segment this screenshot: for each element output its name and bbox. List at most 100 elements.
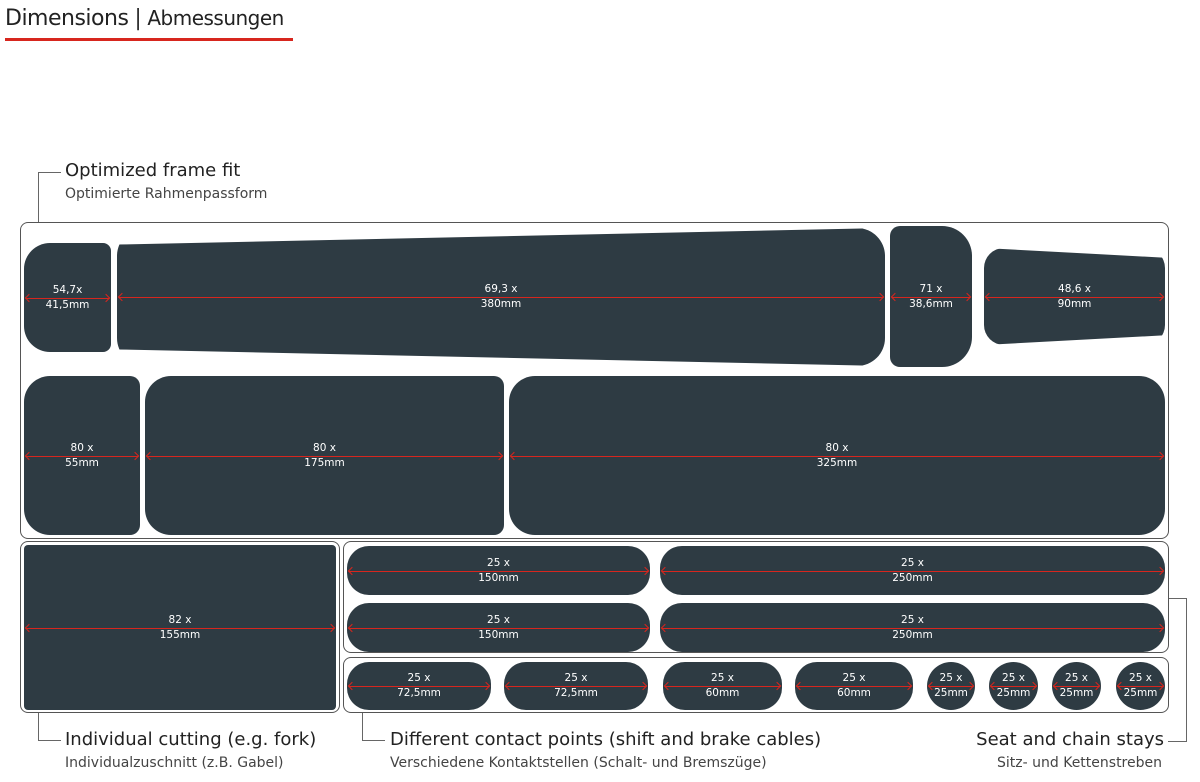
piece-length: 90mm: [1057, 297, 1092, 310]
dimension-arrow: [506, 686, 646, 687]
piece-width: 80 x: [70, 441, 94, 454]
piece-width: 71 x: [919, 282, 943, 295]
pad-piece: 80 x 55mm: [24, 376, 140, 535]
piece-length: 175mm: [304, 456, 345, 469]
frame-label: Optimized frame fit: [65, 160, 241, 181]
dimension-arrow: [349, 686, 489, 687]
stays-box: [343, 541, 1169, 653]
dimension-arrow: [26, 297, 109, 299]
pad-piece: 25 x 150mm: [347, 546, 650, 595]
dimension-arrow: [665, 686, 780, 687]
piece-width: 82 x: [168, 613, 192, 626]
contact-sublabel: Verschiedene Kontaktstellen (Schalt- und…: [390, 755, 767, 771]
contact-label: Different contact points (shift and brak…: [390, 729, 822, 750]
piece-width: 25 x: [1129, 672, 1152, 684]
pad-piece: 69,3 x 380mm: [117, 228, 885, 366]
piece-width: 25 x: [711, 672, 734, 684]
piece-width: 25 x: [564, 672, 588, 684]
frame-bracket: [38, 172, 61, 223]
piece-length: 25mm: [1123, 687, 1158, 699]
piece-width: 48,6 x: [1058, 282, 1091, 295]
dimension-arrow: [797, 686, 911, 687]
piece-length: 325mm: [816, 456, 858, 469]
pad-piece: 54,7x 41,5mm: [24, 243, 111, 352]
pad-piece: 80 x 175mm: [145, 376, 504, 535]
cutting-box: [20, 541, 340, 713]
dimension-arrow: [662, 627, 1163, 629]
piece-length: 72,5mm: [554, 687, 598, 699]
dimension-arrow: [929, 686, 973, 687]
piece-length: 60mm: [705, 687, 740, 699]
dimension-arrow: [991, 686, 1036, 687]
piece-length: 60mm: [837, 687, 871, 699]
piece-width: 25 x: [487, 556, 510, 569]
dimension-arrow: [986, 296, 1163, 298]
stays-label: Seat and chain stays: [976, 729, 1164, 750]
stays-bracket: [1168, 598, 1187, 742]
cutting-label: Individual cutting (e.g. fork): [65, 729, 317, 750]
piece-length: 72,5mm: [397, 687, 441, 699]
piece-length: 150mm: [478, 628, 519, 641]
dimension-arrow: [119, 297, 883, 298]
pad-piece: 25 x 250mm: [660, 603, 1165, 652]
piece-length: 25mm: [1059, 687, 1094, 699]
piece-width: 25 x: [901, 556, 924, 569]
pad-piece: 25 x 72,5mm: [347, 662, 491, 710]
piece-width: 25 x: [901, 613, 924, 626]
pad-piece: 71 x 38,6mm: [890, 226, 972, 367]
pad-piece: 82 x 155mm: [24, 545, 336, 710]
piece-length: 380mm: [480, 298, 522, 310]
piece-width: 54,7x: [52, 283, 83, 296]
piece-width: 25 x: [939, 672, 963, 684]
dimension-arrow: [147, 455, 502, 457]
pad-piece: 25 x 25mm: [1116, 662, 1165, 710]
page-title: Dimensions|Abmessungen: [5, 6, 284, 31]
piece-length: 41,5mm: [45, 298, 90, 311]
title-en: Dimensions: [5, 6, 129, 31]
dimension-arrow: [349, 570, 648, 572]
title-separator: |: [134, 6, 142, 31]
piece-length: 25mm: [996, 687, 1031, 699]
dimension-arrow: [349, 627, 648, 629]
dimension-arrow: [1118, 686, 1163, 687]
cutting-sublabel: Individualzuschnitt (z.B. Gabel): [65, 755, 284, 771]
title-de: Abmessungen: [147, 6, 284, 30]
dimension-arrow: [892, 296, 970, 298]
piece-width: 25 x: [487, 613, 510, 626]
contact-box: [343, 657, 1169, 713]
title-underline: [5, 38, 293, 41]
piece-length: 150mm: [478, 571, 519, 584]
pad-piece: 25 x 25mm: [1052, 662, 1101, 710]
stays-sublabel: Sitz- und Kettenstreben: [997, 755, 1162, 771]
frame-box: [20, 222, 1169, 539]
piece-length: 55mm: [65, 456, 99, 469]
contact-bracket: [362, 712, 385, 741]
pad-piece: 25 x 25mm: [927, 662, 975, 710]
dimension-arrow: [1054, 686, 1099, 687]
pad-piece: 25 x 250mm: [660, 546, 1165, 595]
pad-piece: 25 x 72,5mm: [504, 662, 648, 710]
dimension-arrow: [26, 627, 334, 629]
piece-width: 25 x: [1002, 672, 1025, 684]
pad-piece: 25 x 60mm: [795, 662, 913, 710]
pad-piece: 48,6 x 90mm: [984, 248, 1165, 345]
pad-piece: 25 x 60mm: [663, 662, 782, 710]
piece-length: 250mm: [892, 628, 933, 641]
dimension-arrow: [662, 570, 1163, 572]
piece-width: 25 x: [842, 672, 866, 684]
pad-piece: 25 x 150mm: [347, 603, 650, 652]
dimension-arrow: [511, 455, 1163, 457]
piece-width: 69,3 x: [484, 283, 518, 295]
piece-width: 80 x: [313, 441, 336, 454]
pad-piece: 25 x 25mm: [989, 662, 1038, 710]
piece-length: 38,6mm: [909, 297, 953, 310]
cutting-bracket: [38, 712, 61, 741]
frame-sublabel: Optimierte Rahmenpassform: [65, 186, 268, 202]
piece-length: 250mm: [892, 571, 933, 584]
piece-width: 25 x: [407, 672, 431, 684]
piece-width: 25 x: [1065, 672, 1088, 684]
piece-length: 25mm: [934, 687, 968, 699]
piece-length: 155mm: [159, 628, 201, 641]
dimension-arrow: [26, 455, 138, 457]
